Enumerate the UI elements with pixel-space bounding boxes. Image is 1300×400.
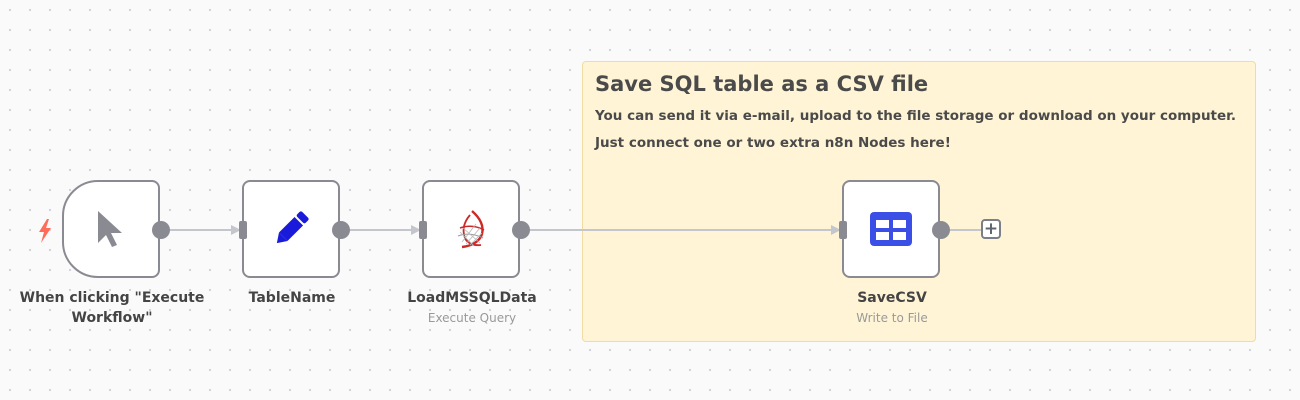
node-label-tablename: TableName [248, 290, 336, 306]
input-handle-savecsv[interactable] [839, 221, 847, 239]
pencil-icon [276, 211, 309, 244]
sticky-note-line-1: You can send it via e-mail, upload to th… [595, 108, 1237, 124]
add-node-button[interactable]: + [981, 219, 1001, 239]
node-label-trigger: When clicking "Execute Workflow" [19, 290, 205, 326]
node-label-loadmssqldata: LoadMSSQLData [407, 290, 537, 306]
output-handle-tablename[interactable] [332, 221, 350, 239]
sticky-note[interactable]: Save SQL table as a CSV file You can sen… [582, 61, 1256, 342]
node-label-savecsv: SaveCSV [857, 290, 927, 306]
sticky-note-line-2: Just connect one or two extra n8n Nodes … [595, 135, 951, 151]
node-manual-trigger[interactable] [62, 180, 160, 278]
sticky-note-title: Save SQL table as a CSV file [595, 72, 929, 96]
table-icon [870, 212, 912, 246]
node-subtitle-loadmssqldata: Execute Query [427, 311, 517, 325]
trigger-bolt-icon [39, 219, 51, 243]
input-handle-tablename[interactable] [239, 221, 247, 239]
cursor-icon [98, 211, 122, 247]
node-subtitle-savecsv: Write to File [856, 311, 928, 325]
input-handle-loadmssqldata[interactable] [419, 221, 427, 239]
output-handle-trigger[interactable] [152, 221, 170, 239]
output-handle-savecsv[interactable] [932, 221, 950, 239]
node-savecsv[interactable] [842, 180, 940, 278]
mssql-icon [457, 210, 485, 249]
node-loadmssqldata[interactable] [422, 180, 520, 278]
output-handle-loadmssqldata[interactable] [512, 221, 530, 239]
node-tablename[interactable] [242, 180, 340, 278]
